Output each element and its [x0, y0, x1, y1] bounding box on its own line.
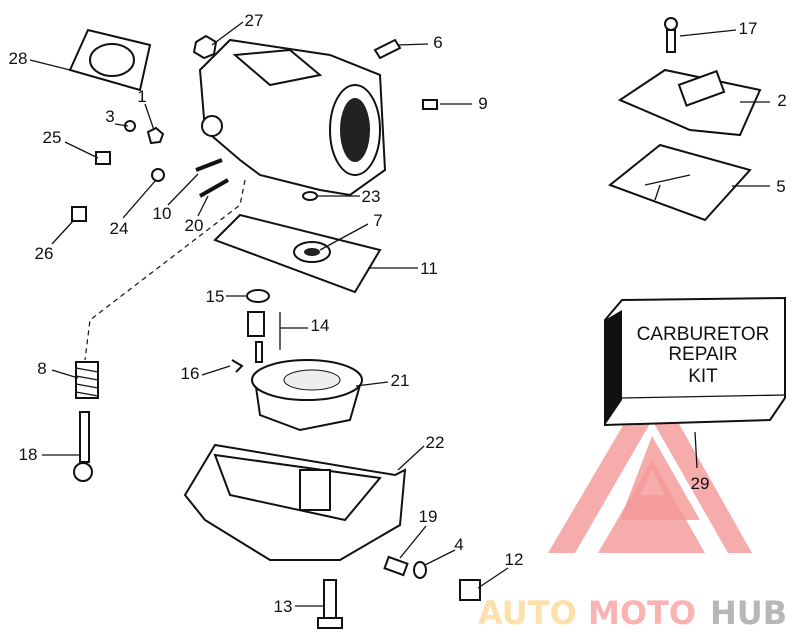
watermark-triangle-inner	[620, 436, 700, 520]
label-14: 14	[311, 316, 330, 335]
part-19-spring	[383, 555, 409, 577]
label-11: 11	[420, 259, 438, 278]
watermark-hub: HUB	[710, 594, 787, 632]
part-29-repair-kit: CARBURETOR REPAIR KIT	[604, 296, 786, 427]
label-21: 21	[391, 371, 410, 390]
label-28: 28	[9, 49, 28, 68]
leader-lines	[29, 21, 770, 607]
label-16: 16	[181, 364, 200, 383]
part-15-washer	[246, 289, 270, 303]
label-22: 22	[426, 433, 445, 452]
label-15: 15	[206, 287, 225, 306]
label-1: 1	[137, 87, 146, 106]
kit-label-line1: CARBURETOR	[637, 324, 770, 345]
label-13: 13	[274, 597, 293, 616]
label-19: 19	[419, 507, 438, 526]
part-12-screw	[459, 579, 481, 601]
label-24: 24	[110, 219, 129, 238]
label-29: 29	[691, 474, 710, 493]
watermark-moto: MOTO	[588, 594, 696, 632]
part-14-needle	[255, 341, 263, 363]
label-8: 8	[37, 359, 46, 378]
part-27-nut	[192, 34, 218, 60]
label-12: 12	[505, 550, 524, 569]
carburetor-body	[198, 38, 387, 197]
part-5-pump-gasket	[607, 143, 752, 222]
label-10: 10	[153, 204, 172, 223]
label-20: 20	[185, 216, 204, 235]
label-26: 26	[35, 244, 54, 263]
watermark-auto: AUTO	[478, 594, 577, 632]
label-5: 5	[776, 177, 785, 196]
label-25: 25	[43, 128, 62, 147]
part-22-float-bowl	[183, 443, 407, 561]
automotohub-watermark: AUTO MOTO HUB	[478, 376, 787, 632]
label-6: 6	[433, 33, 442, 52]
label-3: 3	[105, 107, 114, 126]
label-23: 23	[362, 187, 381, 206]
part-number-labels: 1 2 3 4 5 6 7 8 9 10 11 12 13 14 15 16 1…	[9, 11, 787, 616]
part-17-screw	[664, 17, 678, 53]
part-28-flange-gasket	[68, 28, 152, 92]
part-10-pin	[195, 158, 223, 172]
part-13-bolt	[317, 579, 343, 629]
label-2: 2	[777, 91, 786, 110]
label-7: 7	[373, 211, 382, 230]
kit-label-line2: REPAIR	[668, 344, 737, 365]
part-24-washer	[151, 168, 165, 182]
kit-label-line3: KIT	[688, 366, 718, 387]
part-26-fitting	[71, 206, 87, 222]
part-2-pump-cover	[617, 68, 762, 137]
part-25-screw	[95, 151, 111, 165]
part-20-pin	[199, 178, 229, 198]
label-17: 17	[739, 19, 758, 38]
part-14-needle-seat	[247, 311, 265, 337]
part-6-screw	[373, 38, 402, 60]
label-9: 9	[478, 94, 487, 113]
part-18-mixture-screw	[73, 411, 93, 482]
assembly-dashed-line	[84, 179, 246, 361]
label-18: 18	[19, 445, 38, 464]
part-8-spring	[75, 361, 99, 399]
part-4-washer	[413, 561, 427, 579]
label-4: 4	[454, 535, 463, 554]
label-27: 27	[245, 11, 264, 30]
part-21-float	[251, 359, 363, 432]
part-1-nut	[146, 126, 165, 145]
part-23-o-ring	[302, 191, 318, 201]
part-16-clip	[231, 359, 244, 373]
part-9-plug	[422, 99, 438, 110]
